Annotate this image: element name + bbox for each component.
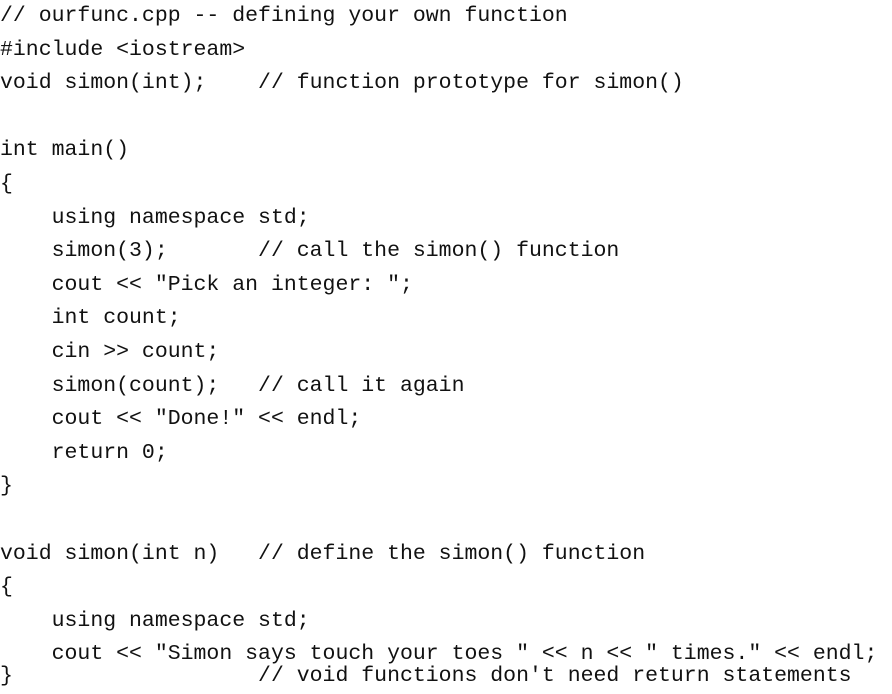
code-line-5: int main() <box>0 138 130 163</box>
code-line-2: #include <iostream> <box>0 37 246 62</box>
code-line-6: { <box>0 172 13 196</box>
code-line-12: simon(count); // call it again <box>0 373 465 398</box>
code-line-20: cout << "Simon says touch your toes " <<… <box>0 642 878 667</box>
code-line-15: } <box>0 474 13 499</box>
code-line-18: { <box>0 575 13 600</box>
code-line-7: using namespace std; <box>0 205 310 230</box>
code-line-9: cout << "Pick an integer: "; <box>0 272 413 297</box>
code-line-21: } // void functions don't need return st… <box>0 664 852 688</box>
code-line-14: return 0; <box>0 440 168 465</box>
code-line-19: using namespace std; <box>0 608 310 633</box>
code-line-1: // ourfunc.cpp -- defining your own func… <box>0 4 568 28</box>
code-line-11: cin >> count; <box>0 340 220 364</box>
code-line-13: cout << "Done!" << endl; <box>0 407 362 432</box>
code-line-17: void simon(int n) // define the simon() … <box>0 541 646 566</box>
code-line-10: int count; <box>0 306 181 331</box>
code-line-8: simon(3); // call the simon() function <box>0 239 620 264</box>
code-line-3: void simon(int); // function prototype f… <box>0 71 684 96</box>
